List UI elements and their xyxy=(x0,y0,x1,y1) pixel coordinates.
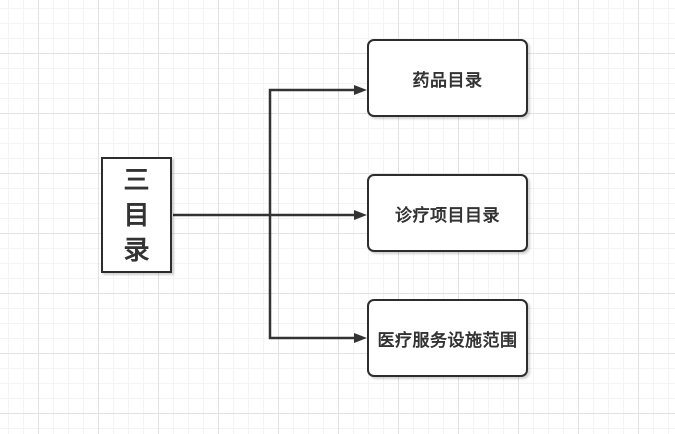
node-three-catalogs[interactable]: 三 目 录 xyxy=(101,157,172,273)
node-facility-scope[interactable]: 医疗服务设施范围 xyxy=(367,299,528,377)
node-three-catalogs-char: 录 xyxy=(123,234,150,265)
edge-root-to-facility-scope[interactable] xyxy=(268,215,367,343)
node-treatment-catalog-label: 诊疗项目目录 xyxy=(395,205,500,225)
node-drug-catalog-label: 药品目录 xyxy=(412,70,483,90)
node-facility-scope-label: 医疗服务设施范围 xyxy=(377,330,518,350)
node-three-catalogs-char: 三 xyxy=(123,164,150,195)
node-treatment-catalog[interactable]: 诊疗项目目录 xyxy=(367,174,528,252)
edge-root-to-drug-catalog[interactable] xyxy=(268,85,367,215)
node-three-catalogs-char: 目 xyxy=(123,199,150,230)
node-drug-catalog[interactable]: 药品目录 xyxy=(367,39,528,117)
